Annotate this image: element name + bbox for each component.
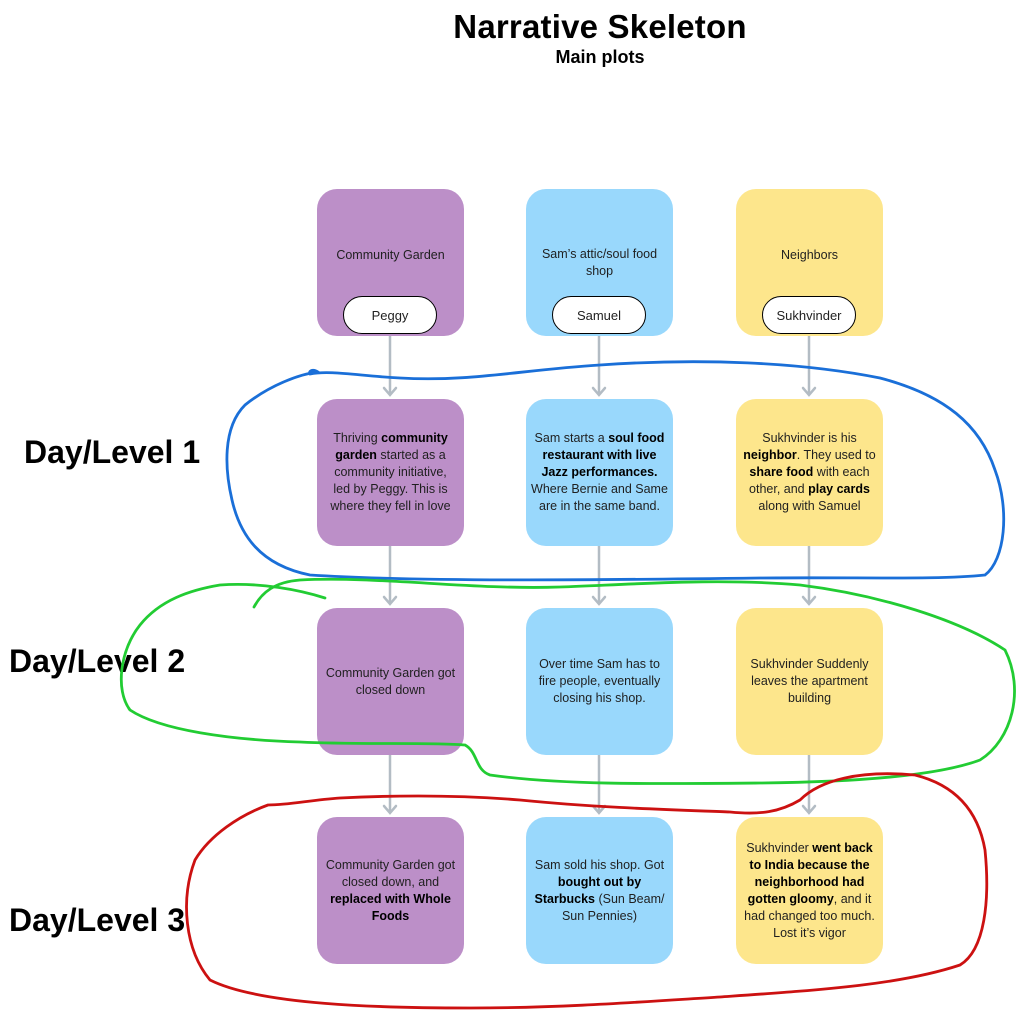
plot-card-level3-garden: Community Garden got closed down, and re…: [317, 817, 464, 964]
plot-card-level3-neighbors: Sukhvinder went back to India because th…: [736, 817, 883, 964]
plot-card-level2-shop: Over time Sam has to fire people, eventu…: [526, 608, 673, 755]
plot-card-level3-shop: Sam sold his shop. Got bought out by Sta…: [526, 817, 673, 964]
emphasized-text: play cards: [808, 482, 870, 496]
text-run: Sam starts a: [534, 431, 609, 445]
diagram-title: Narrative Skeleton: [453, 8, 747, 45]
emphasized-text: share food: [749, 465, 814, 479]
column-header-label: Sam’s attic/soul food shop: [541, 247, 658, 278]
text-run: Sukhvinder is his: [762, 431, 857, 445]
text-run: Sukhvinder: [746, 840, 813, 855]
column-header-label: Community Garden: [336, 248, 445, 262]
plot-card-level2-garden: Community Garden got closed down: [317, 608, 464, 755]
character-pill-peggy: Peggy: [343, 296, 437, 334]
text-run: Over time Sam has to fire people, eventu…: [538, 657, 661, 705]
plot-card-text: Sam sold his shop. Got bought out by Sta…: [534, 857, 665, 925]
level-label-1: Day/Level 1: [24, 434, 201, 470]
plot-card-text: Over time Sam has to fire people, eventu…: [534, 656, 665, 707]
text-run: Community Garden got closed down: [325, 665, 456, 697]
text-run: Community Garden got closed down, and: [325, 857, 456, 889]
plot-card-text: Sukhvinder went back to India because th…: [740, 840, 879, 942]
text-run: . They used to: [796, 448, 876, 462]
plot-card-text: Sukhvinder Suddenly leaves the apartment…: [748, 656, 871, 707]
plot-card-text: Sam starts a soul food restaurant with l…: [530, 430, 669, 515]
plot-card-level1-neighbors: Sukhvinder is his neighbor. They used to…: [736, 399, 883, 546]
character-pill-sukhvinder: Sukhvinder: [762, 296, 856, 334]
plot-card-level2-neighbors: Sukhvinder Suddenly leaves the apartment…: [736, 608, 883, 755]
character-pill-samuel: Samuel: [552, 296, 646, 334]
plot-card-text: Thriving community garden started as a c…: [325, 430, 456, 515]
level-label-3: Day/Level 3: [9, 902, 186, 938]
emphasized-text: replaced with Whole Foods: [330, 891, 451, 923]
plot-card-text: Community Garden got closed down, and re…: [321, 857, 460, 925]
plot-card-level1-garden: Thriving community garden started as a c…: [317, 399, 464, 546]
diagram-subtitle: Main plots: [555, 47, 645, 67]
text-run: Sukhvinder Suddenly leaves the apartment…: [750, 657, 869, 705]
text-run: Sam sold his shop. Got: [534, 857, 665, 872]
column-header-label: Neighbors: [781, 248, 838, 262]
text-run: Thriving: [333, 431, 382, 445]
level-label-2: Day/Level 2: [9, 643, 186, 679]
plot-card-text: Sukhvinder is his neighbor. They used to…: [740, 430, 879, 515]
emphasized-text: neighbor: [743, 448, 797, 462]
text-run: along with Samuel: [758, 499, 861, 513]
text-run: Where Bernie and Same are in the same ba…: [531, 482, 668, 513]
plot-card-text: Community Garden got closed down: [321, 665, 460, 699]
plot-card-level1-shop: Sam starts a soul food restaurant with l…: [526, 399, 673, 546]
